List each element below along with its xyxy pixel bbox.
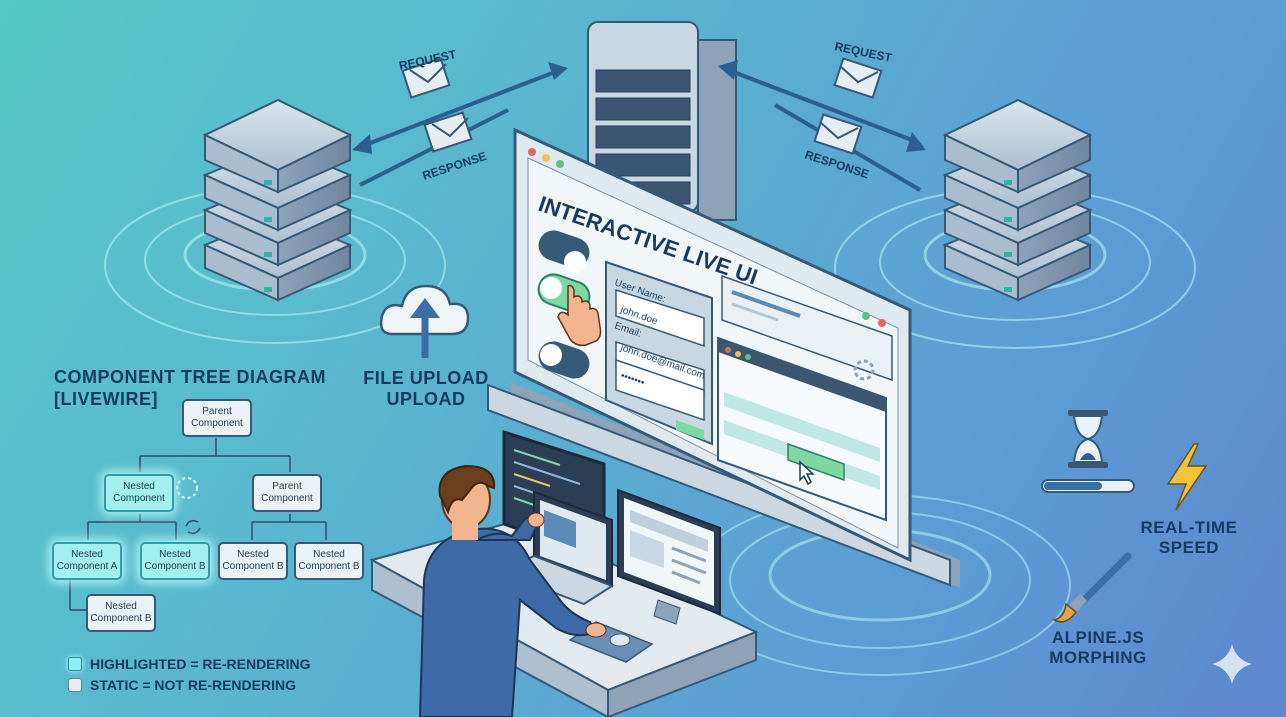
sparkle-icon xyxy=(1212,644,1252,684)
sync-icon xyxy=(185,519,201,535)
upload-label-line2: UPLOAD xyxy=(386,389,466,409)
tree-node-parent-right: Parent Component xyxy=(252,474,322,512)
person xyxy=(418,464,607,717)
side-monitor xyxy=(617,488,721,625)
envelope-icon xyxy=(401,57,883,155)
alpine-label-line2: MORPHING xyxy=(1049,648,1147,667)
alpine-label-line1: ALPINE.JS xyxy=(1051,628,1145,647)
tree-node-nested-b-right-1: Nested Component B xyxy=(218,542,288,580)
alpine-label: ALPINE.JS MORPHING xyxy=(1040,628,1156,668)
tree-title-line2: [LIVEWIRE] xyxy=(54,389,158,409)
content-panels xyxy=(717,274,893,522)
tree-node-nested-a: Nested Component A xyxy=(52,542,122,580)
tree-title-line1: COMPONENT TREE DIAGRAM xyxy=(54,367,326,387)
tree-node-nested-b-bottom: Nested Component B xyxy=(86,594,156,632)
tree-node-root: Parent Component xyxy=(182,399,252,437)
response-label-left: RESPONSE xyxy=(421,149,489,183)
tree-node-nested-b-right-2: Nested Component B xyxy=(294,542,364,580)
refresh-icon xyxy=(176,477,198,499)
server-stack-left xyxy=(202,98,353,302)
legend-static: STATIC = NOT RE-RENDERING xyxy=(68,677,296,693)
tree-node-nested-b-left: Nested Component B xyxy=(140,542,210,580)
tree-node-nested-left: Nested Component xyxy=(104,474,174,512)
hourglass-icon xyxy=(1068,410,1108,468)
lightning-icon xyxy=(1166,443,1208,511)
login-form-panel xyxy=(605,260,713,446)
cloud-upload-icon xyxy=(379,284,470,358)
hand-cursor-icon xyxy=(557,284,602,347)
tree-connectors xyxy=(69,438,327,611)
speed-label: REAL-TIME SPEED xyxy=(1134,518,1244,558)
legend-highlighted-text: HIGHLIGHTED = RE-RENDERING xyxy=(90,656,311,672)
legend-swatch-highlighted xyxy=(68,657,82,671)
laptop xyxy=(497,490,615,606)
legend-swatch-static xyxy=(68,678,82,692)
central-server-tower xyxy=(587,21,737,221)
tree-title: COMPONENT TREE DIAGRAM [LIVEWIRE] xyxy=(54,366,326,410)
legend-highlighted: HIGHLIGHTED = RE-RENDERING xyxy=(68,656,311,672)
upload-label-line1: FILE UPLOAD xyxy=(363,368,489,388)
server-stack-right xyxy=(942,98,1093,302)
speed-label-line2: SPEED xyxy=(1158,538,1220,557)
upload-label: FILE UPLOAD UPLOAD xyxy=(362,368,490,410)
response-label-right: RESPONSE xyxy=(803,148,871,182)
toggle-switches xyxy=(537,230,591,379)
paintbrush-icon xyxy=(1051,552,1132,623)
legend-static-text: STATIC = NOT RE-RENDERING xyxy=(90,677,296,693)
progress-bar xyxy=(1041,479,1135,493)
speed-label-line1: REAL-TIME xyxy=(1140,518,1238,537)
